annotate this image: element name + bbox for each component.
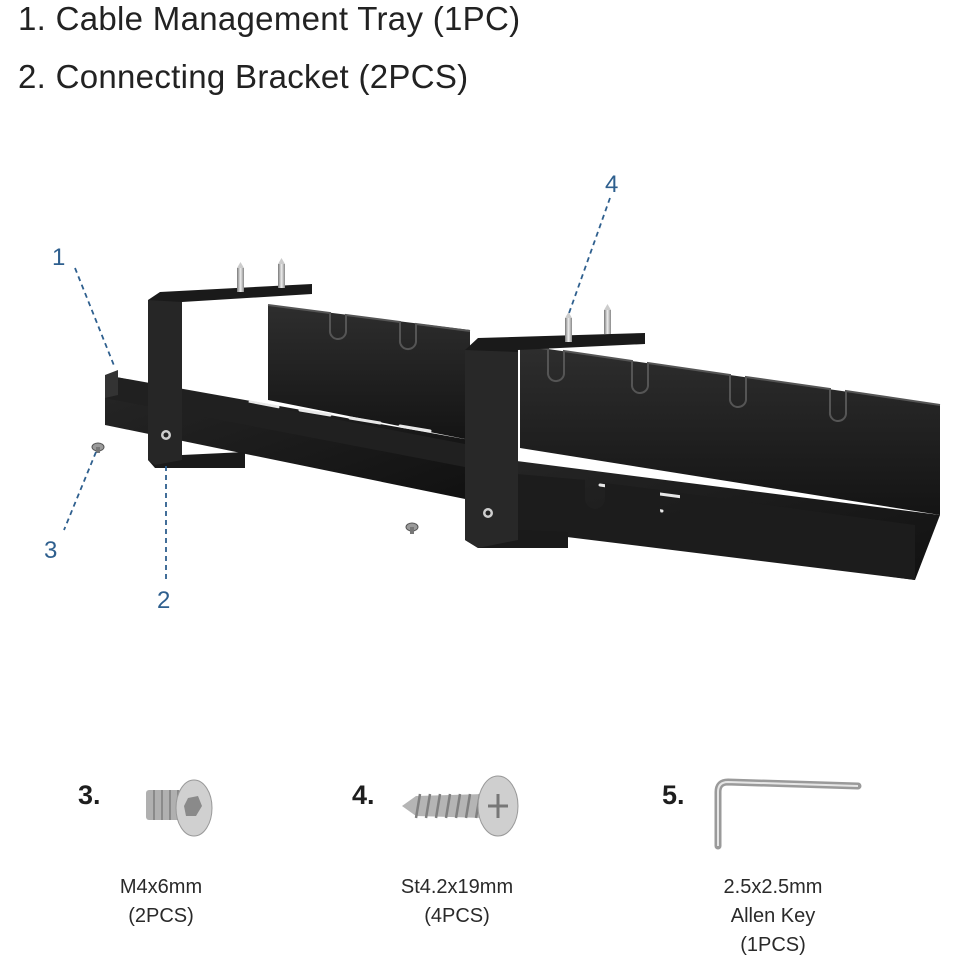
allen-key-icon: [714, 778, 862, 850]
part-5-number: 5.: [662, 780, 685, 810]
part-3-spec: M4x6mm (2PCS): [51, 873, 271, 931]
callout-1-leader: [74, 267, 116, 369]
part-3-size: M4x6mm: [119, 876, 203, 898]
callout-1: 1: [52, 244, 65, 271]
assembly-diagram: 1 3 2 4: [44, 171, 941, 614]
heading-tray: 1. Cable Management Tray (1PC): [18, 0, 521, 37]
part-3-qty: (2PCS): [128, 905, 194, 927]
part-4-qty: (4PCS): [424, 905, 490, 927]
callout-4-leader: [567, 197, 611, 317]
connecting-bracket-right: [465, 304, 645, 548]
part-5-name: Allen Key: [730, 905, 816, 927]
callout-3: 3: [44, 537, 57, 564]
loose-screw-center: [405, 522, 419, 534]
callout-3-leader: [63, 451, 97, 531]
callout-2: 2: [157, 587, 170, 614]
hex-socket-screw-icon: [146, 779, 213, 837]
part-3-number: 3.: [78, 780, 101, 810]
connecting-bracket-left: [148, 258, 312, 468]
callout-4: 4: [605, 171, 618, 198]
pan-head-self-tapping-screw-icon: [402, 775, 519, 837]
part-5-spec: 2.5x2.5mm Allen Key (1PCS): [663, 873, 883, 960]
part-4-spec: St4.2x19mm (4PCS): [347, 873, 567, 931]
part-5-size: 2.5x2.5mm: [723, 876, 823, 898]
cable-tray-right: [470, 344, 941, 580]
part-5-qty: (1PCS): [740, 934, 806, 956]
heading-bracket: 2. Connecting Bracket (2PCS): [18, 58, 469, 95]
loose-screw-left: [91, 442, 105, 453]
part-4-number: 4.: [352, 780, 375, 810]
part-4-size: St4.2x19mm: [400, 876, 514, 898]
cable-tray-left: [105, 304, 471, 500]
